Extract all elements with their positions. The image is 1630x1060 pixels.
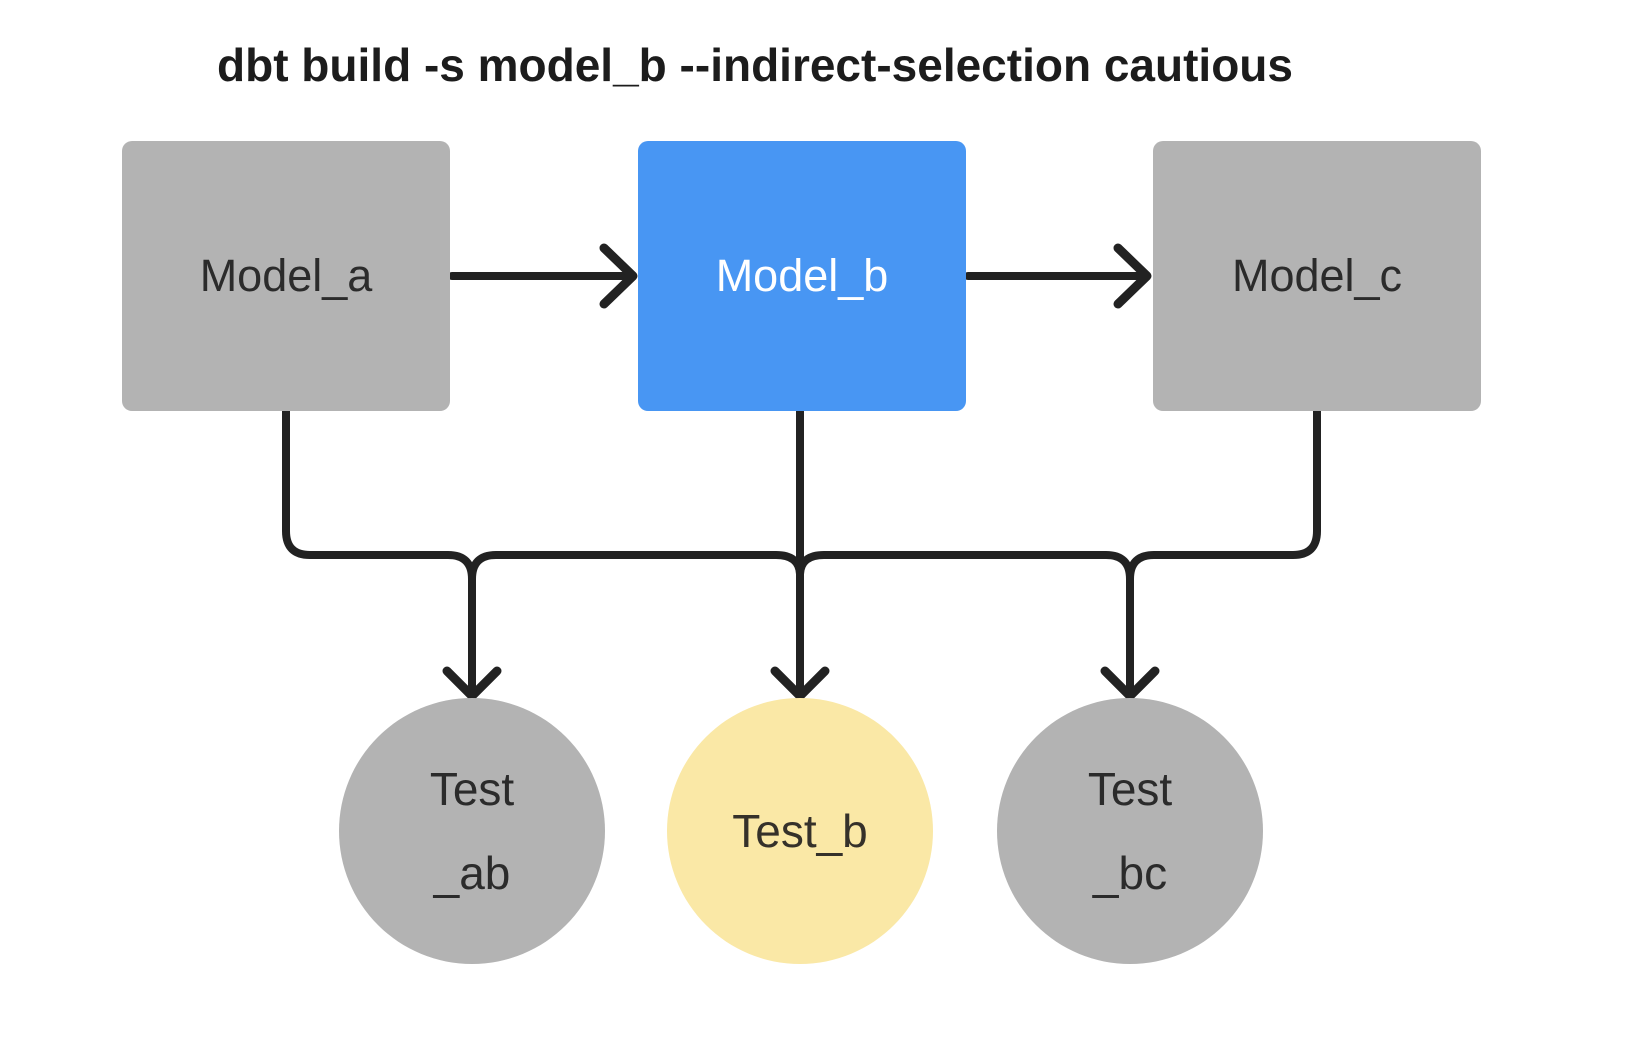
node-model-c: Model_c	[1153, 141, 1481, 411]
arrowhead-test-ab-icon	[442, 666, 502, 701]
node-test-ab-label-line2: _ab	[433, 847, 511, 899]
node-test-bc: Test _bc	[997, 698, 1263, 964]
node-model-a-label: Model_a	[199, 250, 373, 301]
node-model-b-label: Model_b	[715, 250, 889, 301]
node-test-ab: Test _ab	[339, 698, 605, 964]
node-test-bc-label-line1: Test	[1087, 763, 1173, 815]
diagram-title: dbt build -s model_b --indirect-selectio…	[217, 39, 1293, 91]
node-model-c-label: Model_c	[1231, 250, 1403, 301]
arrowhead-test-bc-icon	[1100, 666, 1160, 701]
node-test-bc-label-line2: _bc	[1092, 847, 1168, 899]
arrowhead-test-b-icon	[770, 666, 830, 701]
node-model-b: Model_b	[638, 141, 966, 411]
node-model-a: Model_a	[122, 141, 450, 411]
edge-bus-left	[468, 551, 804, 583]
edge-model-a-to-test-ab	[282, 407, 476, 690]
node-test-ab-label-line1: Test	[429, 763, 515, 815]
node-test-b: Test_b	[667, 698, 933, 964]
arrowhead-model-c-icon	[1113, 243, 1152, 309]
edge-model-c-to-test-bc	[1126, 407, 1321, 583]
node-test-b-label-line1: Test_b	[732, 805, 868, 857]
arrowhead-model-b-icon	[599, 243, 638, 309]
edge-bus-right	[796, 551, 1134, 690]
